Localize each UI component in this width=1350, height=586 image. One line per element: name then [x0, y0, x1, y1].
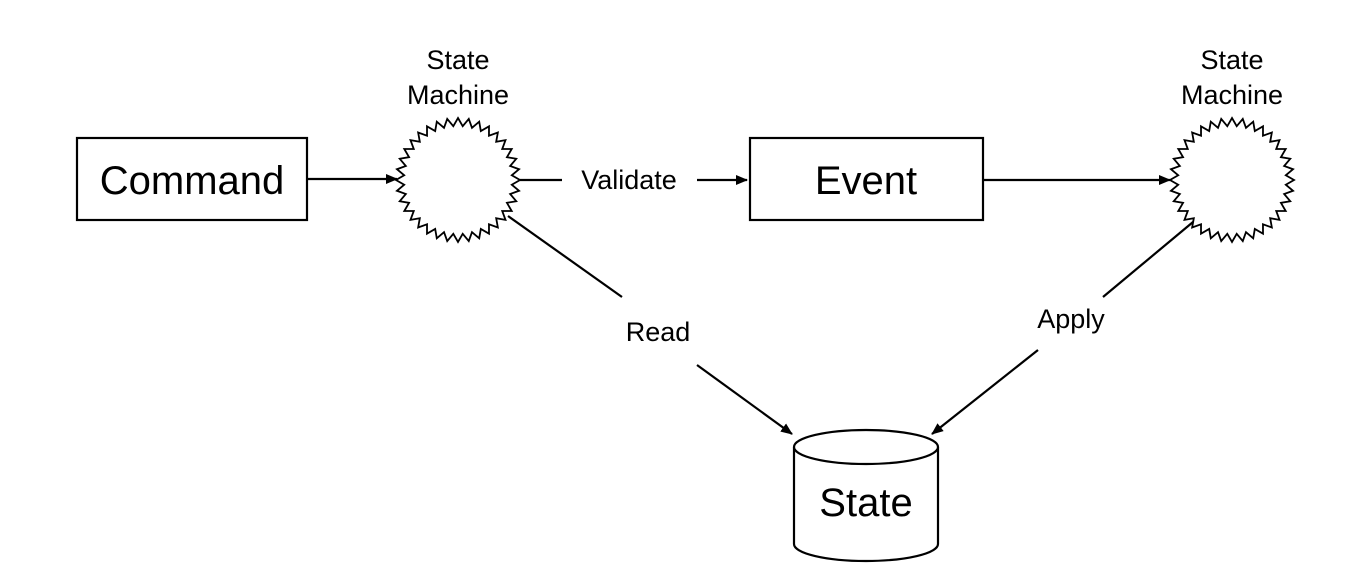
state-store-node: State: [792, 428, 940, 563]
state-machine-right-label-line2: Machine: [1181, 80, 1283, 110]
edge-apply-segment-2: [931, 349, 1039, 435]
read-label: Read: [626, 317, 691, 347]
state-cylinder-body: [792, 447, 940, 563]
apply-label: Apply: [1037, 304, 1105, 334]
event-node: Event: [748, 136, 985, 222]
state-machine-right-label-line1: State: [1200, 45, 1263, 75]
state-store-label: State: [819, 481, 912, 525]
state-machine-left-label-line1: State: [426, 45, 489, 75]
edge-read-segment-1: [507, 215, 623, 298]
event-label: Event: [815, 159, 917, 203]
state-cylinder-top: [792, 428, 940, 466]
state-machine-right-gear: [1168, 116, 1296, 244]
state-machine-right: State Machine: [1168, 45, 1296, 244]
state-machine-left-gear: [394, 116, 522, 244]
command-label: Command: [100, 159, 285, 203]
edge-apply-segment-1: [1102, 221, 1194, 298]
validate-label: Validate: [581, 165, 677, 195]
command-node: Command: [75, 136, 309, 222]
state-machine-left-label-line2: Machine: [407, 80, 509, 110]
edge-read-segment-2: [696, 364, 793, 435]
state-machine-left: State Machine: [394, 45, 522, 244]
